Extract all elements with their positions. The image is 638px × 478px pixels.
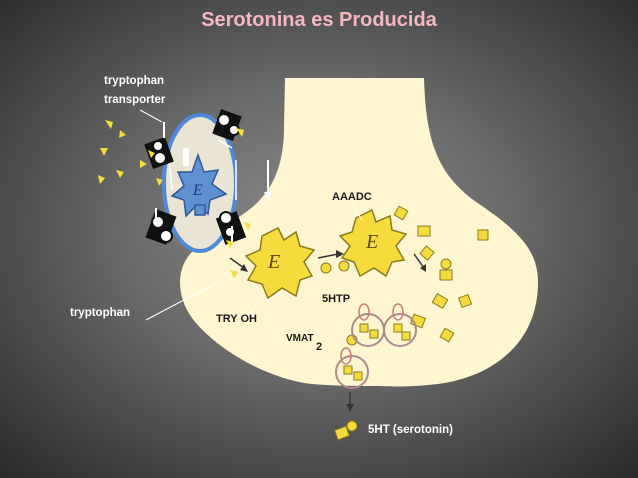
- slide-title: Serotonina es Producida: [201, 9, 437, 31]
- enzyme-letter-1: E: [267, 251, 280, 273]
- tryptophan-transporter: E: [144, 109, 272, 253]
- enzyme-letter-2: E: [365, 231, 378, 253]
- label-aaadc: AAADC: [332, 191, 372, 203]
- label-vmat: VMAT: [286, 333, 314, 344]
- transporter-letter: E: [192, 182, 203, 199]
- enzyme-try-oh: E: [244, 226, 316, 300]
- leader-lines: [139, 109, 363, 321]
- pathway-arrows: [229, 253, 425, 404]
- label-5htp: 5HTP: [322, 293, 351, 305]
- enzyme-aaadc: E: [338, 208, 408, 278]
- extracellular-tryptophan: [98, 120, 251, 278]
- label-tryptophan-transporter-line2: transporter: [104, 94, 166, 106]
- label-serotonin: 5HT (serotonin): [368, 424, 453, 436]
- serotonin-released: [334, 420, 358, 441]
- label-tryptophan: tryptophan: [70, 307, 131, 319]
- intracellular-molecules: [320, 205, 489, 346]
- label-vmat-subscript: 2: [316, 341, 323, 353]
- vesicles: [335, 303, 417, 389]
- label-try-oh: TRY OH: [216, 313, 257, 325]
- label-tryptophan-transporter-line1: tryptophan: [104, 75, 165, 87]
